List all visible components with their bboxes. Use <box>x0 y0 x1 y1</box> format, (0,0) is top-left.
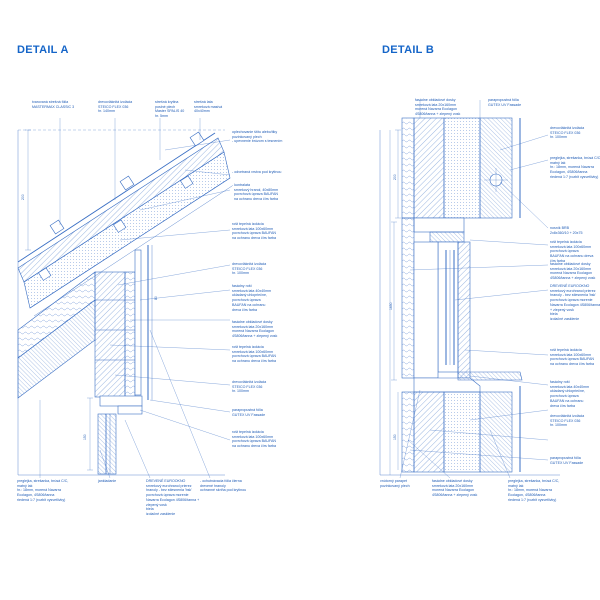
note-a-top-1: tvarovaná strešná fólia MASTERMAX CLASSI… <box>32 100 75 109</box>
leader-lines-b <box>399 100 549 479</box>
dim-a-1: 200 <box>21 194 25 200</box>
note-a-b2: jankladanie <box>98 479 117 483</box>
note-b-r8: fasádny rošt smreková lata 40x40mm uklad… <box>550 380 590 408</box>
dim-a-2: 150 <box>83 434 87 440</box>
upper-wall-cladding <box>401 117 415 219</box>
dimension-lines-a <box>25 129 93 471</box>
note-b-r1: drevovláknitá izolácia STEICO FLEX 036 h… <box>550 126 585 140</box>
note-a-r1: oplechovanie štítu alebo/tiky pozinkovan… <box>232 130 283 144</box>
upper-wall-studs <box>443 117 481 219</box>
note-a-r5: drevovláknitá izolácia STEICO FLEX 036 h… <box>232 262 267 276</box>
note-a-b3: DREVENÉ EUROOKNO smrekový eurohranol pri… <box>146 479 200 516</box>
note-b-b2: fasádne obkladové dosky smreková lata 20… <box>432 479 478 498</box>
window-frame-a <box>97 413 117 475</box>
note-b-r10: parapropustná fólia GUTEX UV Fassade <box>550 456 584 465</box>
note-b-top-2: parapropustná fólia GUTEX UV Fassade <box>488 98 522 107</box>
note-a-b1: preglejka, strešanka, brúsá C/C, matný l… <box>17 479 69 502</box>
window-head <box>99 395 143 407</box>
wall-insulation <box>94 271 126 398</box>
note-a-b4: - ochutnávacia fólia čierna drevené hran… <box>200 479 247 493</box>
wall-cladding <box>124 271 136 398</box>
note-a-top-2: drevovláknitá izolácia STEICO FLEX 036 h… <box>98 100 133 114</box>
note-a-r11: rošt tepelná izolácia smreková lata 100x… <box>232 430 276 449</box>
lower-wall-board <box>479 391 513 473</box>
lower-wall-insulation <box>413 391 445 473</box>
note-a-r4: rošt tepelná izolácia smreková lata 100x… <box>232 222 276 241</box>
detail-b-title: DETAIL B <box>382 44 435 56</box>
note-b-r2: preglejka, strešanka, brúsá C/C, matný l… <box>550 156 600 179</box>
note-a-r9: drevovláknitá izolácia STEICO FLEX 036 h… <box>232 380 267 394</box>
detail-a-drawing <box>17 118 233 479</box>
roof-battens-squares <box>38 131 205 281</box>
leader-lines-a <box>39 118 231 479</box>
note-b-top-1: fasádne obkladové dosky smreková lata 20… <box>415 98 461 117</box>
dim-b-1: 1650 <box>389 302 393 310</box>
dim-a-3: 80 <box>154 296 158 300</box>
note-a-top-4: strešná lata smreková masívá 40x40mm <box>194 100 223 114</box>
dim-b-3: 150 <box>393 434 397 440</box>
window-frame-b <box>437 241 459 373</box>
dim-b-2: 200 <box>393 174 397 180</box>
note-b-b1: vnútorný parapet pozinkovaný plech <box>380 479 410 488</box>
detail-b-drawing <box>379 100 560 479</box>
note-a-r6: fasádny rošt smreková lata 40x40mm uklad… <box>232 284 272 312</box>
note-a-r3: - kontralata smrekový hranol, 40x80mm po… <box>232 183 279 202</box>
wall-battens <box>134 249 142 396</box>
note-b-r9: drevovláknitá izolácia STEICO FLEX 036 h… <box>550 414 585 428</box>
note-a-r10: parapropustná fólia GUTEX UV Fassade <box>232 408 266 417</box>
note-b-r6: DREVENÉ EUROOKNO smrekový eurohranol pri… <box>550 284 600 321</box>
note-b-b3: preglejka, strešanka, brúsá C/C, matný l… <box>508 479 560 502</box>
upper-wall-board <box>479 117 513 219</box>
note-b-r3: nosník BRB 2x8x360/10 + 20x75 <box>550 226 583 235</box>
note-a-r8: rošt tepelná izolácia smreková lata 100x… <box>232 345 276 364</box>
note-b-r4: rošt tepelná izolácia smreková lata 100x… <box>550 240 594 263</box>
note-a-r2: - odvetraná vrstva pod krytinou <box>232 170 282 174</box>
detail-a-title: DETAIL A <box>17 44 69 56</box>
note-b-r7: rošt tepelná izolácia smreková lata 100x… <box>550 348 594 367</box>
lower-wall-cladding <box>401 391 415 473</box>
dimension-lines-b <box>391 129 401 470</box>
note-b-r5: fasádne obkladové dosky smreková lata 20… <box>550 262 596 281</box>
lower-wall-studs <box>443 391 481 473</box>
roof-insulation <box>17 137 225 283</box>
note-a-r7: fasádne obkladové dosky smreková lata 20… <box>232 320 278 339</box>
upper-wall-insulation <box>413 117 445 219</box>
lintel <box>413 217 465 233</box>
note-a-top-3: strešná krytina poslné plech Master SPAL… <box>155 100 185 119</box>
